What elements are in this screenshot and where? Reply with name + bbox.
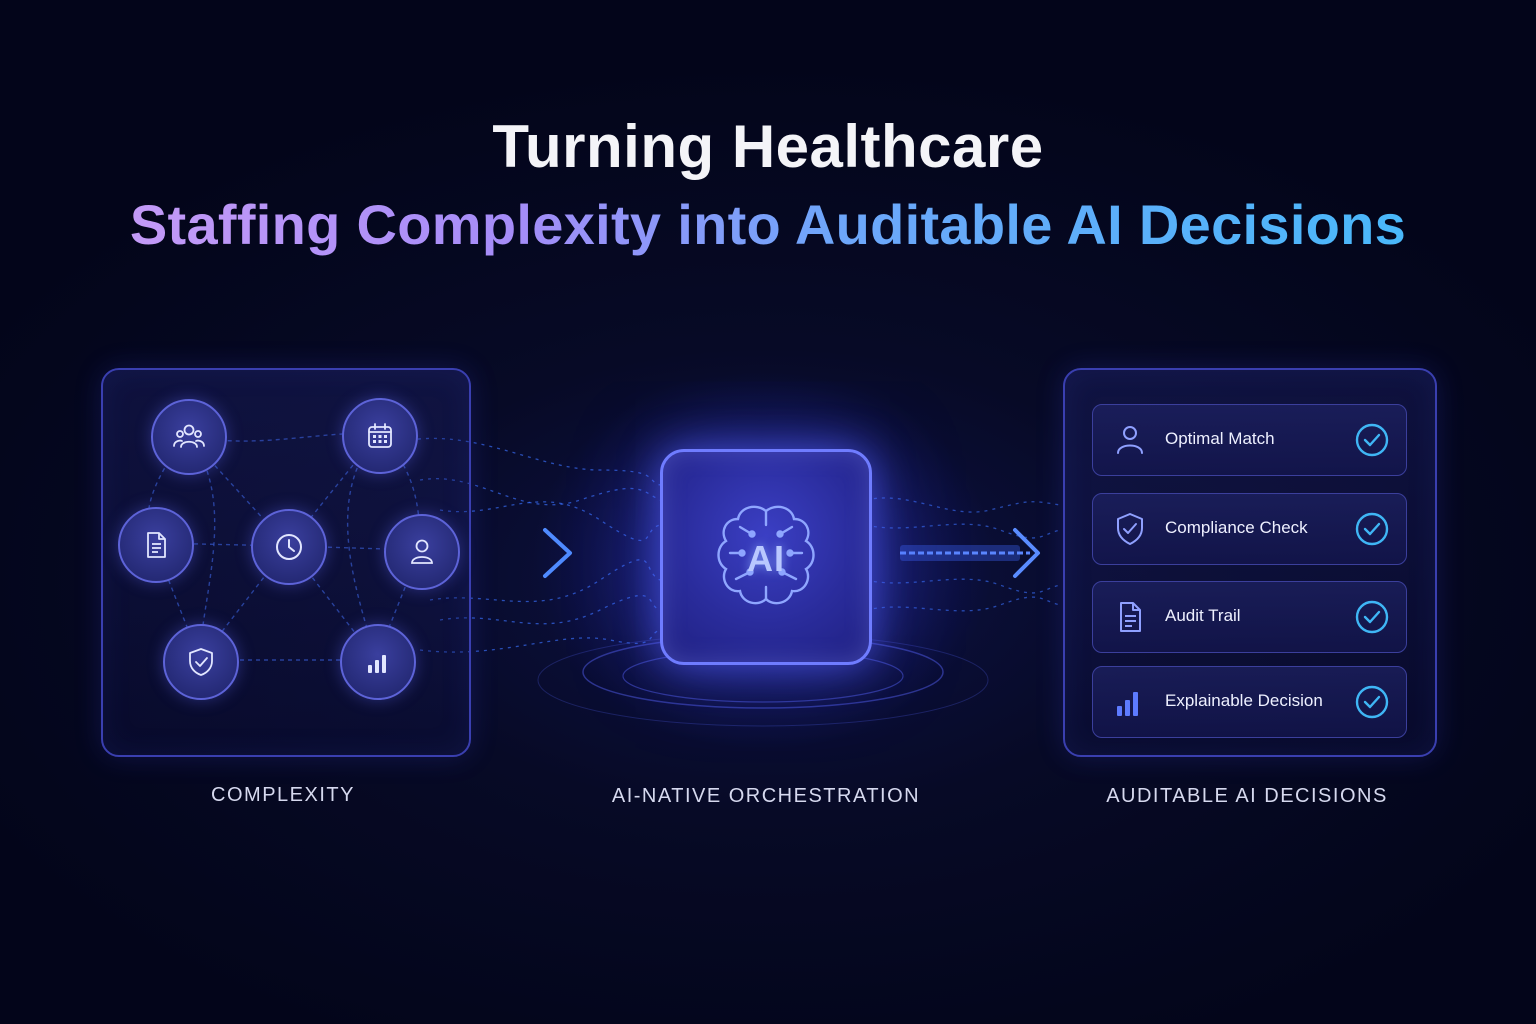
title-line-2: Staffing Complexity into Auditable AI De… xyxy=(0,192,1536,257)
bar-chart-icon xyxy=(1117,692,1138,716)
calendar-icon xyxy=(342,398,418,474)
arrow-into-ai xyxy=(456,528,572,578)
complexity-caption: COMPLEXITY xyxy=(211,784,355,806)
bar-chart-icon xyxy=(340,624,416,700)
ai-orchestration-box: AI xyxy=(660,449,872,665)
check-circle-icon xyxy=(1355,512,1389,546)
document-icon xyxy=(1120,602,1141,632)
orchestration-caption: AI-NATIVE ORCHESTRATION xyxy=(611,785,921,807)
title-line-1: Turning Healthcare xyxy=(492,113,1044,180)
person-icon xyxy=(1117,426,1143,454)
decision-label: Compliance Check xyxy=(1165,518,1308,537)
check-circle-icon xyxy=(1355,423,1389,457)
title-line-2-text: Staffing Complexity into Auditable AI De… xyxy=(129,193,1407,256)
flow-lines-right xyxy=(865,497,1061,612)
decision-item-optimal-match: Optimal Match xyxy=(1092,404,1407,476)
clock-icon xyxy=(251,509,327,585)
document-icon xyxy=(118,507,194,583)
decision-item-audit-trail: Audit Trail xyxy=(1092,581,1407,653)
check-circle-icon xyxy=(1355,685,1389,719)
shield-check-icon xyxy=(1117,513,1143,545)
check-circle-icon xyxy=(1355,600,1389,634)
brain-circuit-icon xyxy=(717,505,815,605)
shield-icon xyxy=(163,624,239,700)
decision-label: Audit Trail xyxy=(1165,606,1241,625)
decisions-caption: AUDITABLE AI DECISIONS xyxy=(1106,785,1388,807)
decision-item-compliance-check: Compliance Check xyxy=(1092,493,1407,565)
team-icon xyxy=(151,399,227,475)
decision-item-explainable-decision: Explainable Decision xyxy=(1092,666,1407,738)
person-icon xyxy=(384,514,460,590)
ai-label: AI xyxy=(747,538,785,579)
decision-label: Explainable Decision xyxy=(1165,691,1323,710)
arrow-out-of-ai xyxy=(900,528,1040,578)
flow-lines-left xyxy=(409,437,661,653)
decision-label: Optimal Match xyxy=(1165,429,1275,448)
